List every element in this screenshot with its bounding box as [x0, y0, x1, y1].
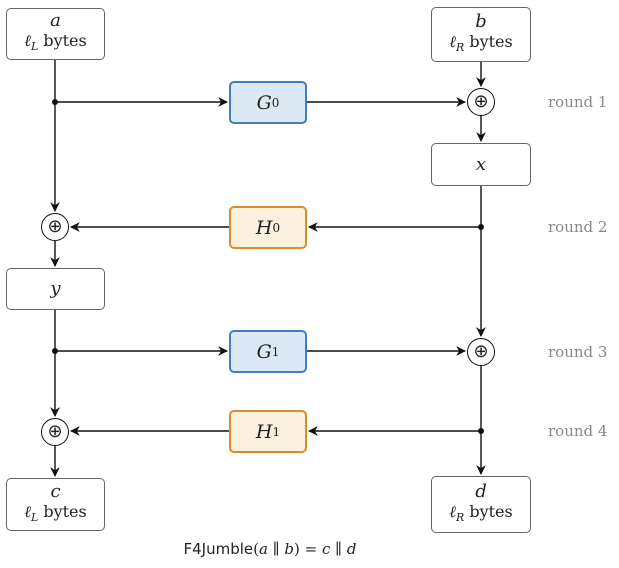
- round-label-4: round 4: [548, 422, 608, 440]
- xor-node-round1: ⊕: [467, 88, 495, 116]
- round-label-1: round 1: [548, 93, 608, 111]
- round-label-3: round 3: [548, 343, 608, 361]
- junction-dot: [52, 348, 58, 354]
- output-c-size: ℓL bytes: [24, 501, 87, 525]
- input-a-label: a: [50, 10, 61, 32]
- function-h1-index: 1: [272, 424, 281, 439]
- round-label-2: round 2: [548, 218, 608, 236]
- output-d-box: d ℓR bytes: [431, 476, 531, 533]
- y-box: y: [6, 268, 105, 310]
- x-box: x: [431, 143, 531, 186]
- input-b-box: b ℓR bytes: [431, 7, 531, 62]
- input-b-size: ℓR bytes: [449, 31, 513, 55]
- output-c-box: c ℓL bytes: [6, 478, 105, 531]
- junction-dot: [478, 224, 484, 230]
- xor-node-round4: ⊕: [41, 418, 69, 446]
- diagram-caption: F4Jumble(a ∥ b) = c ∥ d: [183, 540, 357, 558]
- xor-node-round2: ⊕: [41, 213, 69, 241]
- output-c-label: c: [50, 480, 61, 502]
- input-a-box: a ℓL bytes: [6, 8, 105, 60]
- function-g1-index: 1: [271, 344, 280, 359]
- caption-function-name: F4Jumble: [183, 540, 254, 558]
- output-d-label: d: [475, 480, 487, 502]
- y-label: y: [50, 278, 61, 299]
- xor-node-round3: ⊕: [467, 338, 495, 366]
- output-d-size: ℓR bytes: [449, 501, 513, 525]
- function-g0-index: 0: [271, 95, 280, 110]
- function-g1-name: G: [256, 340, 272, 363]
- function-h0-name: H: [255, 216, 273, 239]
- x-label: x: [475, 153, 487, 175]
- function-h0-index: 0: [272, 220, 281, 235]
- input-a-size: ℓL bytes: [24, 31, 87, 54]
- junction-dot: [52, 99, 58, 105]
- function-h1-name: H: [255, 420, 273, 443]
- input-b-label: b: [475, 10, 487, 32]
- junction-dot: [478, 428, 484, 434]
- function-g0-name: G: [256, 91, 272, 114]
